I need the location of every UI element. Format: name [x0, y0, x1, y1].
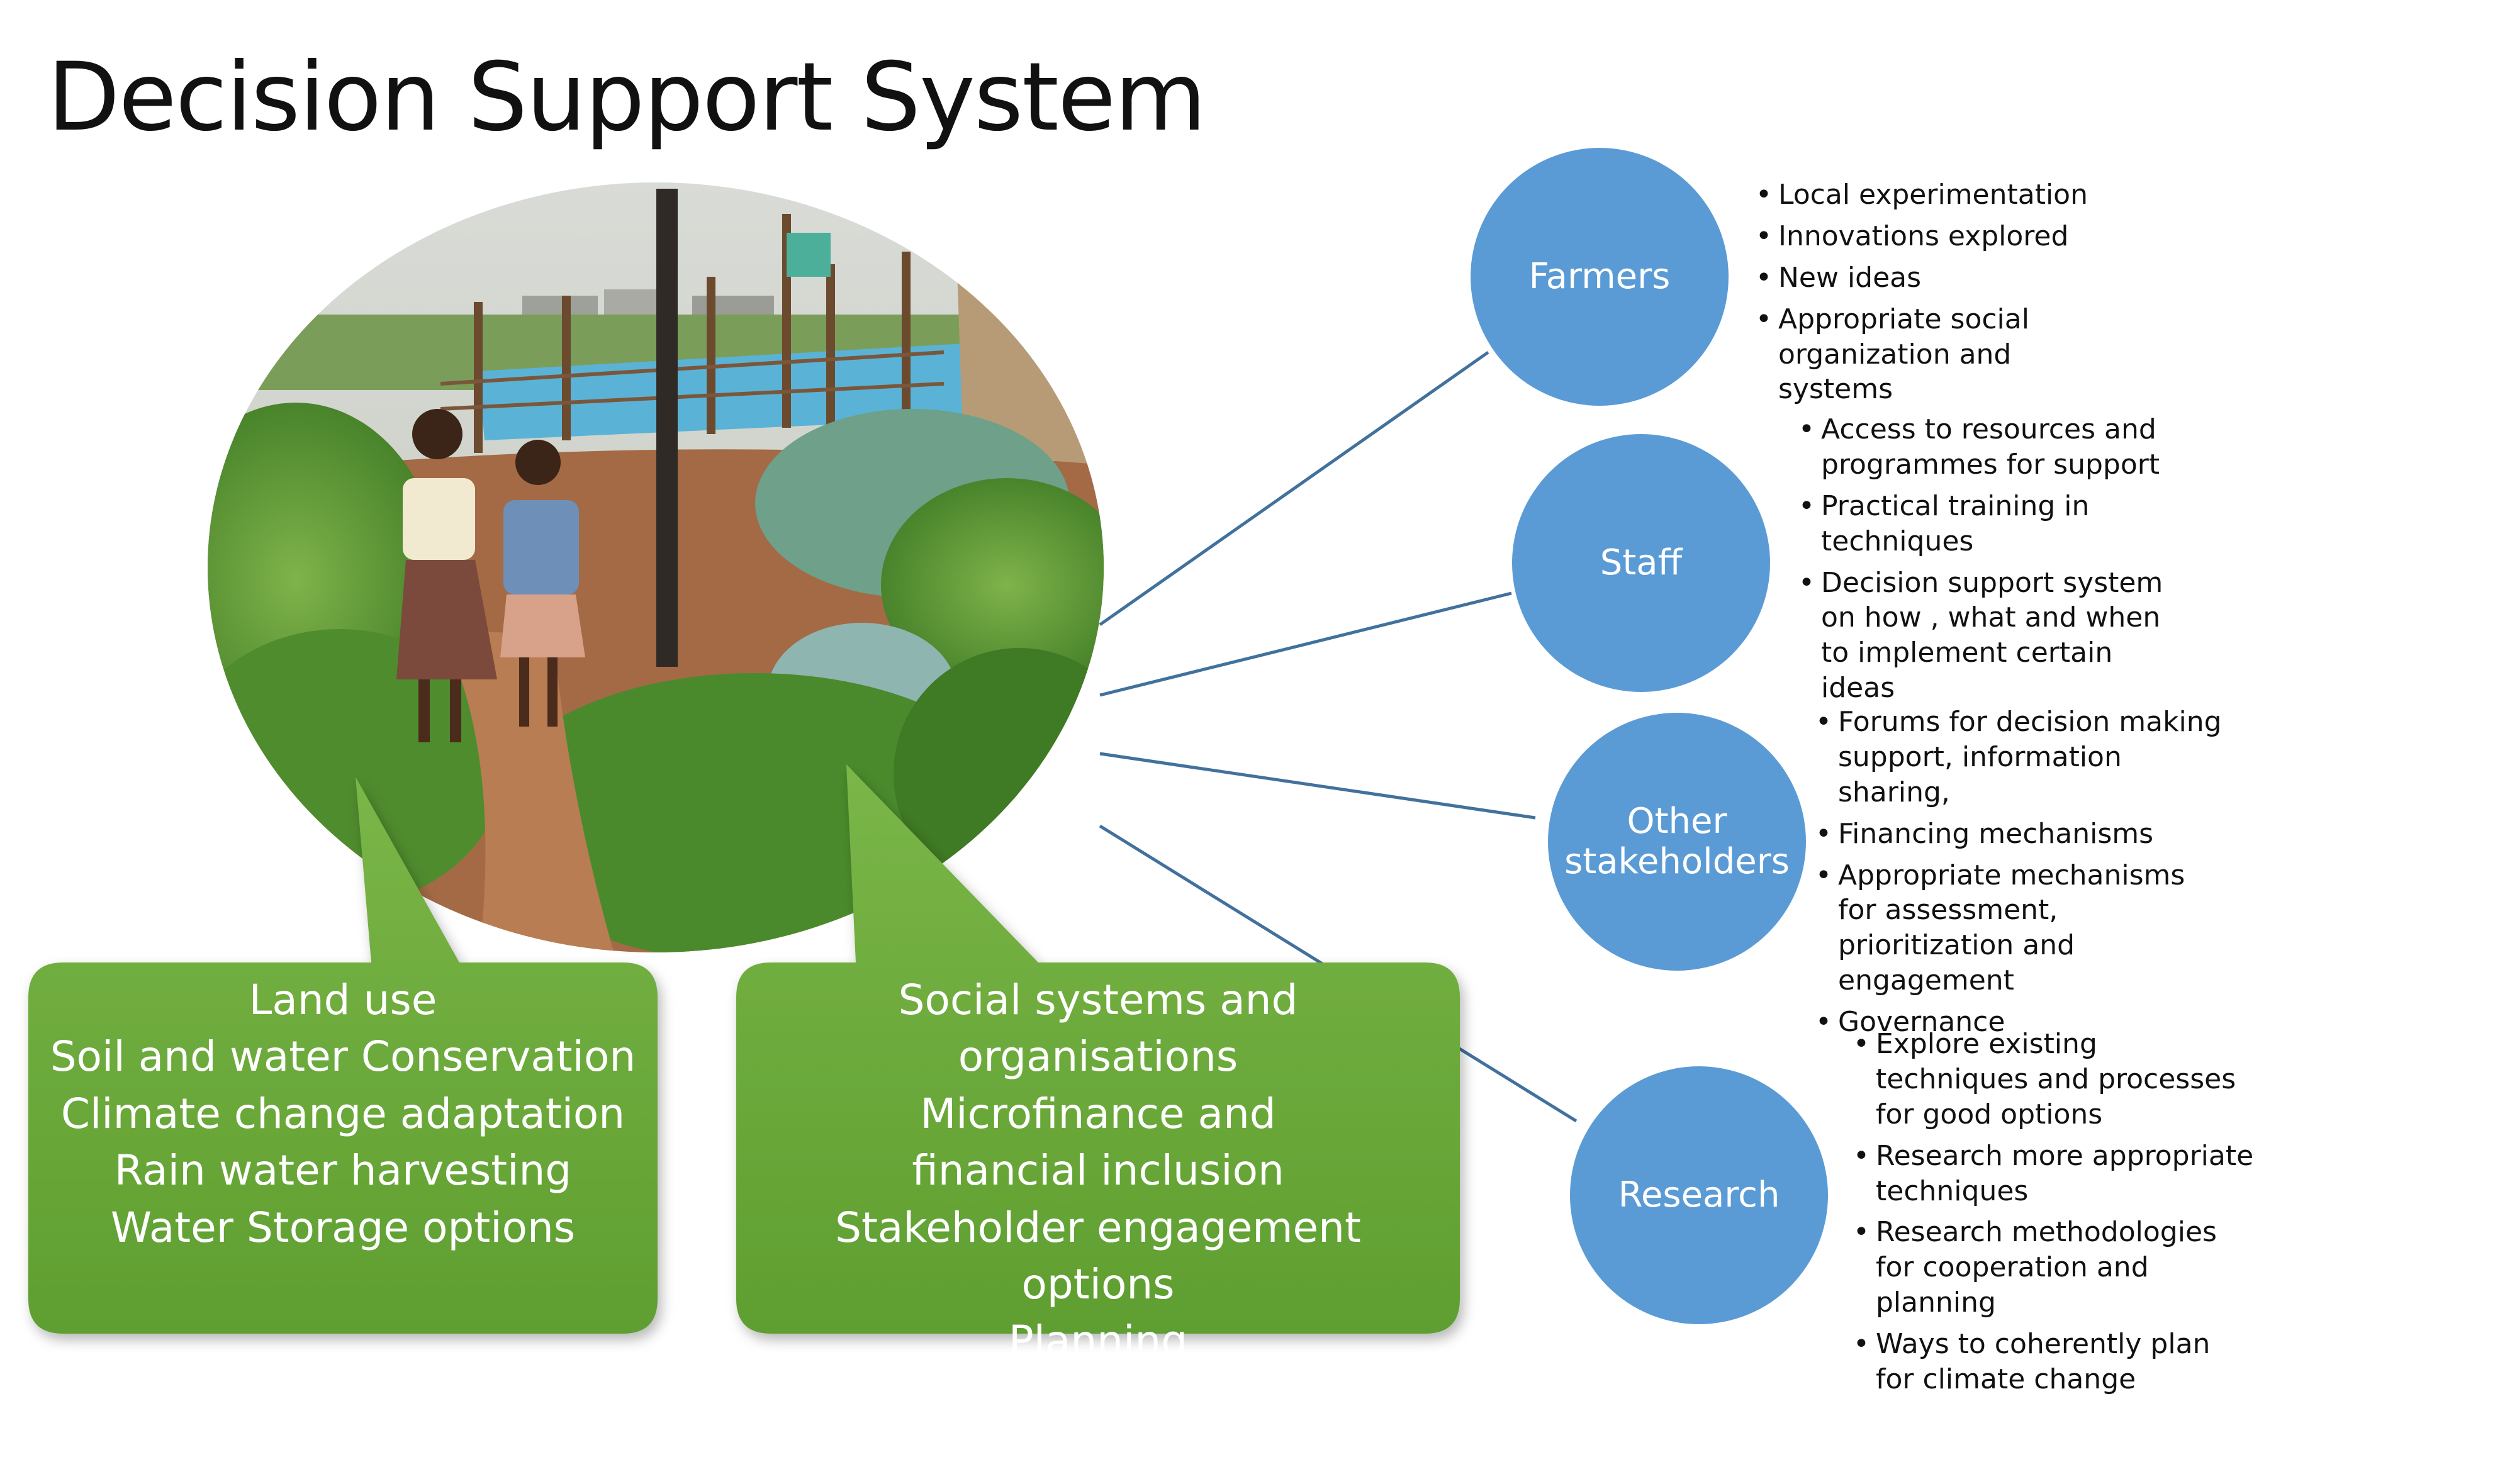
- other-stakeholders-label: Other stakeholders: [1564, 713, 1790, 971]
- list-item: Practical training in techniques: [1798, 489, 2176, 559]
- callout-line: Water Storage options: [110, 1203, 576, 1252]
- callout-social-systems-text: Social systems and organisations Microfi…: [755, 972, 1441, 1484]
- callout-line: Social systems and organisations: [898, 976, 1298, 1081]
- list-item: Appropriate mechanisms for assessment, p…: [1815, 858, 2231, 999]
- staff-bullets: Access to resources and programmes for s…: [1798, 412, 2176, 712]
- node-circles: [1471, 148, 1828, 1324]
- callout-land-use: [28, 777, 658, 1334]
- garden-photo: [208, 182, 1104, 952]
- callout-line: Stakeholder engagement options: [835, 1203, 1361, 1309]
- list-item: Research methodologies for cooperation a…: [1853, 1215, 2256, 1320]
- research-bullets: Explore existing techniques and processe…: [1853, 1027, 2256, 1403]
- list-item: New ideas: [1756, 260, 2108, 296]
- callout-line: Rain water harvesting: [114, 1146, 572, 1195]
- staff-circle: [1512, 434, 1770, 692]
- list-item: Forums for decision making support, info…: [1815, 705, 2231, 810]
- list-item: Innovations explored: [1756, 219, 2108, 254]
- other-stakeholders-bullets: Forums for decision making support, info…: [1815, 705, 2231, 1046]
- connector-farmers: [1099, 350, 1489, 627]
- staff-label: Staff: [1512, 434, 1770, 692]
- farmers-label-text: Farmers: [1528, 255, 1671, 297]
- list-item: Ways to coherently plan for climate chan…: [1853, 1327, 2256, 1397]
- slide: Decision Support System Farmers Staff Ot…: [0, 0, 2517, 1415]
- farmers-circle: [1471, 148, 1729, 406]
- research-label: Research: [1570, 1066, 1828, 1324]
- list-item: Research more appropriate techniques: [1853, 1139, 2256, 1209]
- farmers-label: Farmers: [1471, 148, 1729, 406]
- other-stakeholders-circle: [1548, 713, 1806, 971]
- page-title: Decision Support System: [47, 43, 1206, 152]
- callout-line: Soil and water Conservation: [50, 1032, 636, 1081]
- farmers-bullets: Local experimentation Innovations explor…: [1756, 177, 2108, 413]
- diagram-canvas: [28, 148, 1828, 1334]
- list-item: Local experimentation: [1756, 177, 2108, 213]
- callout-social-systems: [736, 764, 1460, 1334]
- callout-line: Land use: [249, 976, 437, 1024]
- list-item: Financing mechanisms: [1815, 817, 2231, 852]
- list-item: Explore existing techniques and processe…: [1853, 1027, 2256, 1132]
- research-label-text: Research: [1618, 1174, 1780, 1215]
- callout-line: Microfinance and financial inclusion: [912, 1089, 1284, 1195]
- other-stakeholders-label-text: Other stakeholders: [1564, 800, 1790, 882]
- callout-line: Climate change adaptation: [60, 1089, 625, 1138]
- list-item: Access to resources and programmes for s…: [1798, 412, 2176, 483]
- research-circle: [1570, 1066, 1828, 1324]
- callout-line: Planning methodologies and frameworks: [898, 1317, 1298, 1480]
- list-item: Appropriate social organization and syst…: [1756, 302, 2108, 408]
- callout-land-use-text: Land use Soil and water Conservation Cli…: [44, 972, 642, 1256]
- staff-label-text: Staff: [1600, 542, 1683, 583]
- list-item: Decision support system on how , what an…: [1798, 566, 2176, 706]
- connector-other-stakeholders: [1099, 752, 1536, 820]
- connector-staff: [1099, 591, 1512, 697]
